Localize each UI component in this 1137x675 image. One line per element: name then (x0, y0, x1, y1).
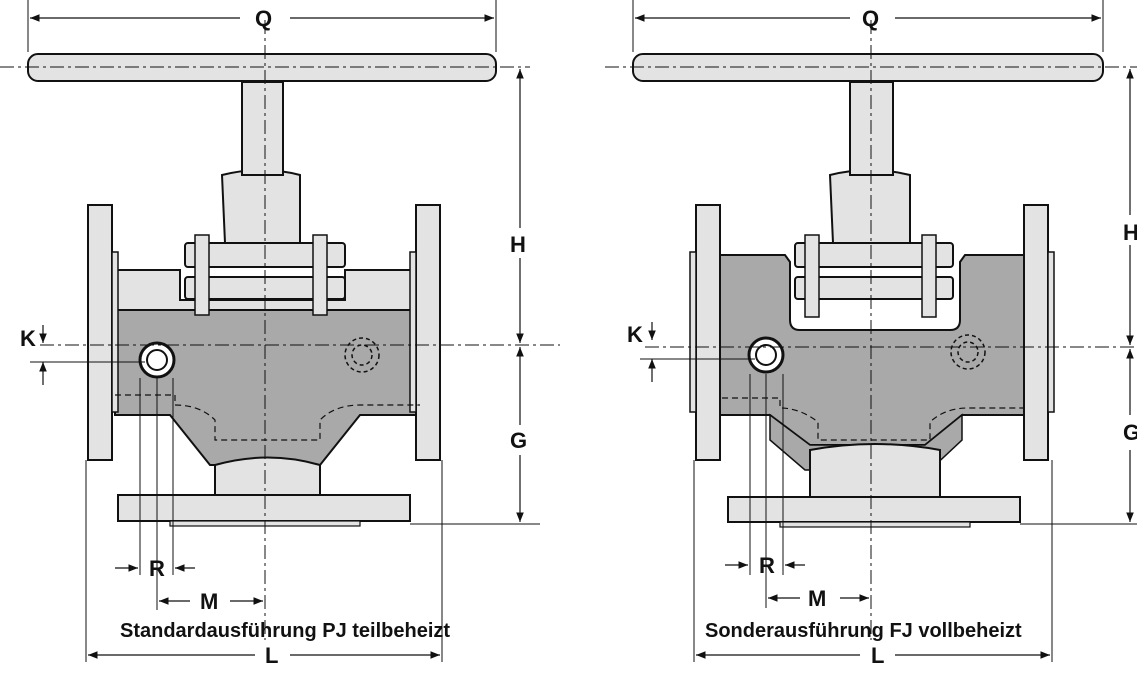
dim-label-h: H (510, 232, 526, 257)
left-flange (87, 204, 113, 461)
dimensions-right: Q H G K R M L (627, 0, 1137, 668)
dim-label-q: Q (862, 6, 879, 31)
left-flange (695, 204, 721, 461)
bottom-neck (809, 443, 941, 499)
bottom-neck (214, 456, 321, 496)
heating-connection-hidden (950, 334, 986, 370)
dim-label-l: L (265, 643, 278, 668)
dim-label-g: G (1123, 420, 1137, 445)
stem (241, 81, 284, 176)
bottom-flange (117, 494, 411, 522)
dim-label-k: K (627, 322, 643, 347)
dim-label-k: K (20, 326, 36, 351)
bottom-flange (727, 496, 1021, 523)
dim-label-r: R (759, 553, 775, 578)
dim-label-m: M (808, 586, 826, 611)
dim-label-q: Q (255, 6, 272, 31)
dim-label-m: M (200, 589, 218, 614)
dim-label-l: L (871, 643, 884, 668)
dim-label-g: G (510, 428, 527, 453)
bonnet-flange-lower (794, 276, 954, 300)
valve-special-drawing (605, 20, 1137, 640)
caption-standard: Standardausführung PJ teilbeheizt (120, 620, 451, 642)
yoke (220, 169, 301, 244)
caption-special: Sonderausführung FJ vollbeheizt (705, 620, 1022, 642)
dim-label-h: H (1123, 220, 1137, 245)
right-flange (1023, 204, 1049, 461)
valve-standard-drawing (0, 20, 560, 640)
dimensions-left: Q H G K R M L (20, 0, 540, 668)
right-flange (415, 204, 441, 461)
heated-zone (719, 254, 1028, 446)
yoke (828, 169, 911, 244)
heating-connection-hidden (344, 337, 380, 373)
heated-zone (114, 309, 421, 466)
